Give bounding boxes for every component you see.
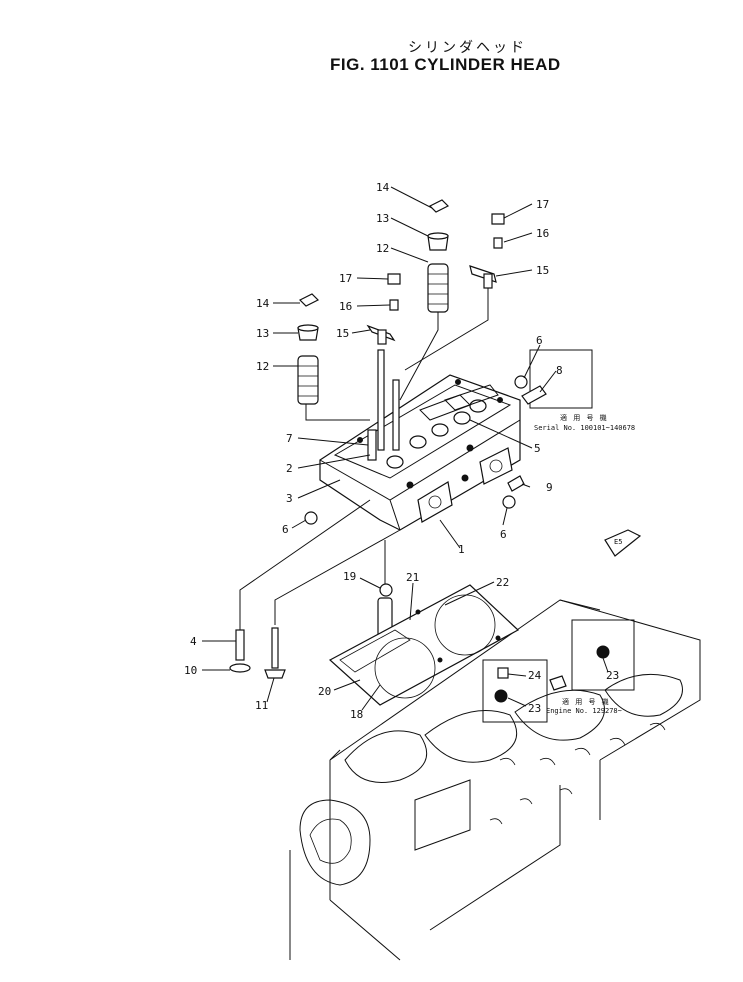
callout-10: 10 <box>184 664 197 677</box>
callout-19: 19 <box>343 570 356 583</box>
engine-inset-box: 適 用 号 機 Engine No. 129278~ <box>482 619 635 723</box>
callout-24: 24 <box>528 669 542 682</box>
callout-9: 9 <box>546 481 553 494</box>
cylinder-head <box>319 349 521 531</box>
callout-16-right: 16 <box>536 227 549 240</box>
rocker-arm-parts <box>366 213 505 371</box>
engine-number-note: Engine No. 129278~ <box>546 707 622 715</box>
serial-inset-box: 適 用 号 機 Serial No. 100101~140678 <box>521 349 635 432</box>
callout-22: 22 <box>496 576 509 589</box>
callout-17-right: 17 <box>536 198 549 211</box>
callout-21: 21 <box>406 571 419 584</box>
engine-applicable-jp: 適 用 号 機 <box>562 697 611 706</box>
valve-spring-set-left <box>297 293 370 421</box>
callout-16-left: 16 <box>339 300 352 313</box>
arrow-tag: E5 <box>614 538 622 546</box>
callout-7: 7 <box>286 432 293 445</box>
intake-exhaust-valves <box>229 499 401 679</box>
serial-number-note: Serial No. 100101~140678 <box>534 424 635 432</box>
callout-12-upper: 12 <box>376 242 389 255</box>
callout-23-inset: 23 <box>606 669 619 682</box>
callout-17-left: 17 <box>339 272 352 285</box>
callout-labels: 14 13 12 17 16 15 14 13 12 17 16 15 7 2 … <box>184 181 619 721</box>
title-japanese: シリンダヘッド <box>408 40 527 56</box>
callout-15-left: 15 <box>336 327 349 340</box>
callout-18: 18 <box>350 708 363 721</box>
callout-6-left: 6 <box>282 523 289 536</box>
callout-8: 8 <box>556 364 563 377</box>
callout-6-bottom: 6 <box>500 528 507 541</box>
serial-applicable-jp: 適 用 号 機 <box>560 413 609 422</box>
callout-2: 2 <box>286 462 293 475</box>
nuts-and-plugs <box>304 375 528 525</box>
direction-arrow: E5 <box>604 529 642 557</box>
callout-15-right: 15 <box>536 264 549 277</box>
callout-5: 5 <box>534 442 541 455</box>
callout-11: 11 <box>255 699 268 712</box>
callout-14-upper: 14 <box>376 181 390 194</box>
callout-12-left: 12 <box>256 360 269 373</box>
valve-stems-on-head <box>367 349 499 469</box>
callout-13-left: 13 <box>256 327 269 340</box>
callout-14-left: 14 <box>256 297 270 310</box>
figure-title: FIG. 1101 CYLINDER HEAD <box>330 55 561 74</box>
callout-1: 1 <box>458 543 465 556</box>
callout-6-top: 6 <box>536 334 543 347</box>
valve-spring-set-center <box>399 199 450 401</box>
callout-23-lower: 23 <box>528 702 541 715</box>
head-gasket <box>328 584 520 706</box>
leader-lines <box>202 186 609 711</box>
callout-4: 4 <box>190 635 197 648</box>
callout-20: 20 <box>318 685 331 698</box>
callout-13-upper: 13 <box>376 212 389 225</box>
cylinder-block-outline <box>289 599 701 961</box>
callout-3: 3 <box>286 492 293 505</box>
